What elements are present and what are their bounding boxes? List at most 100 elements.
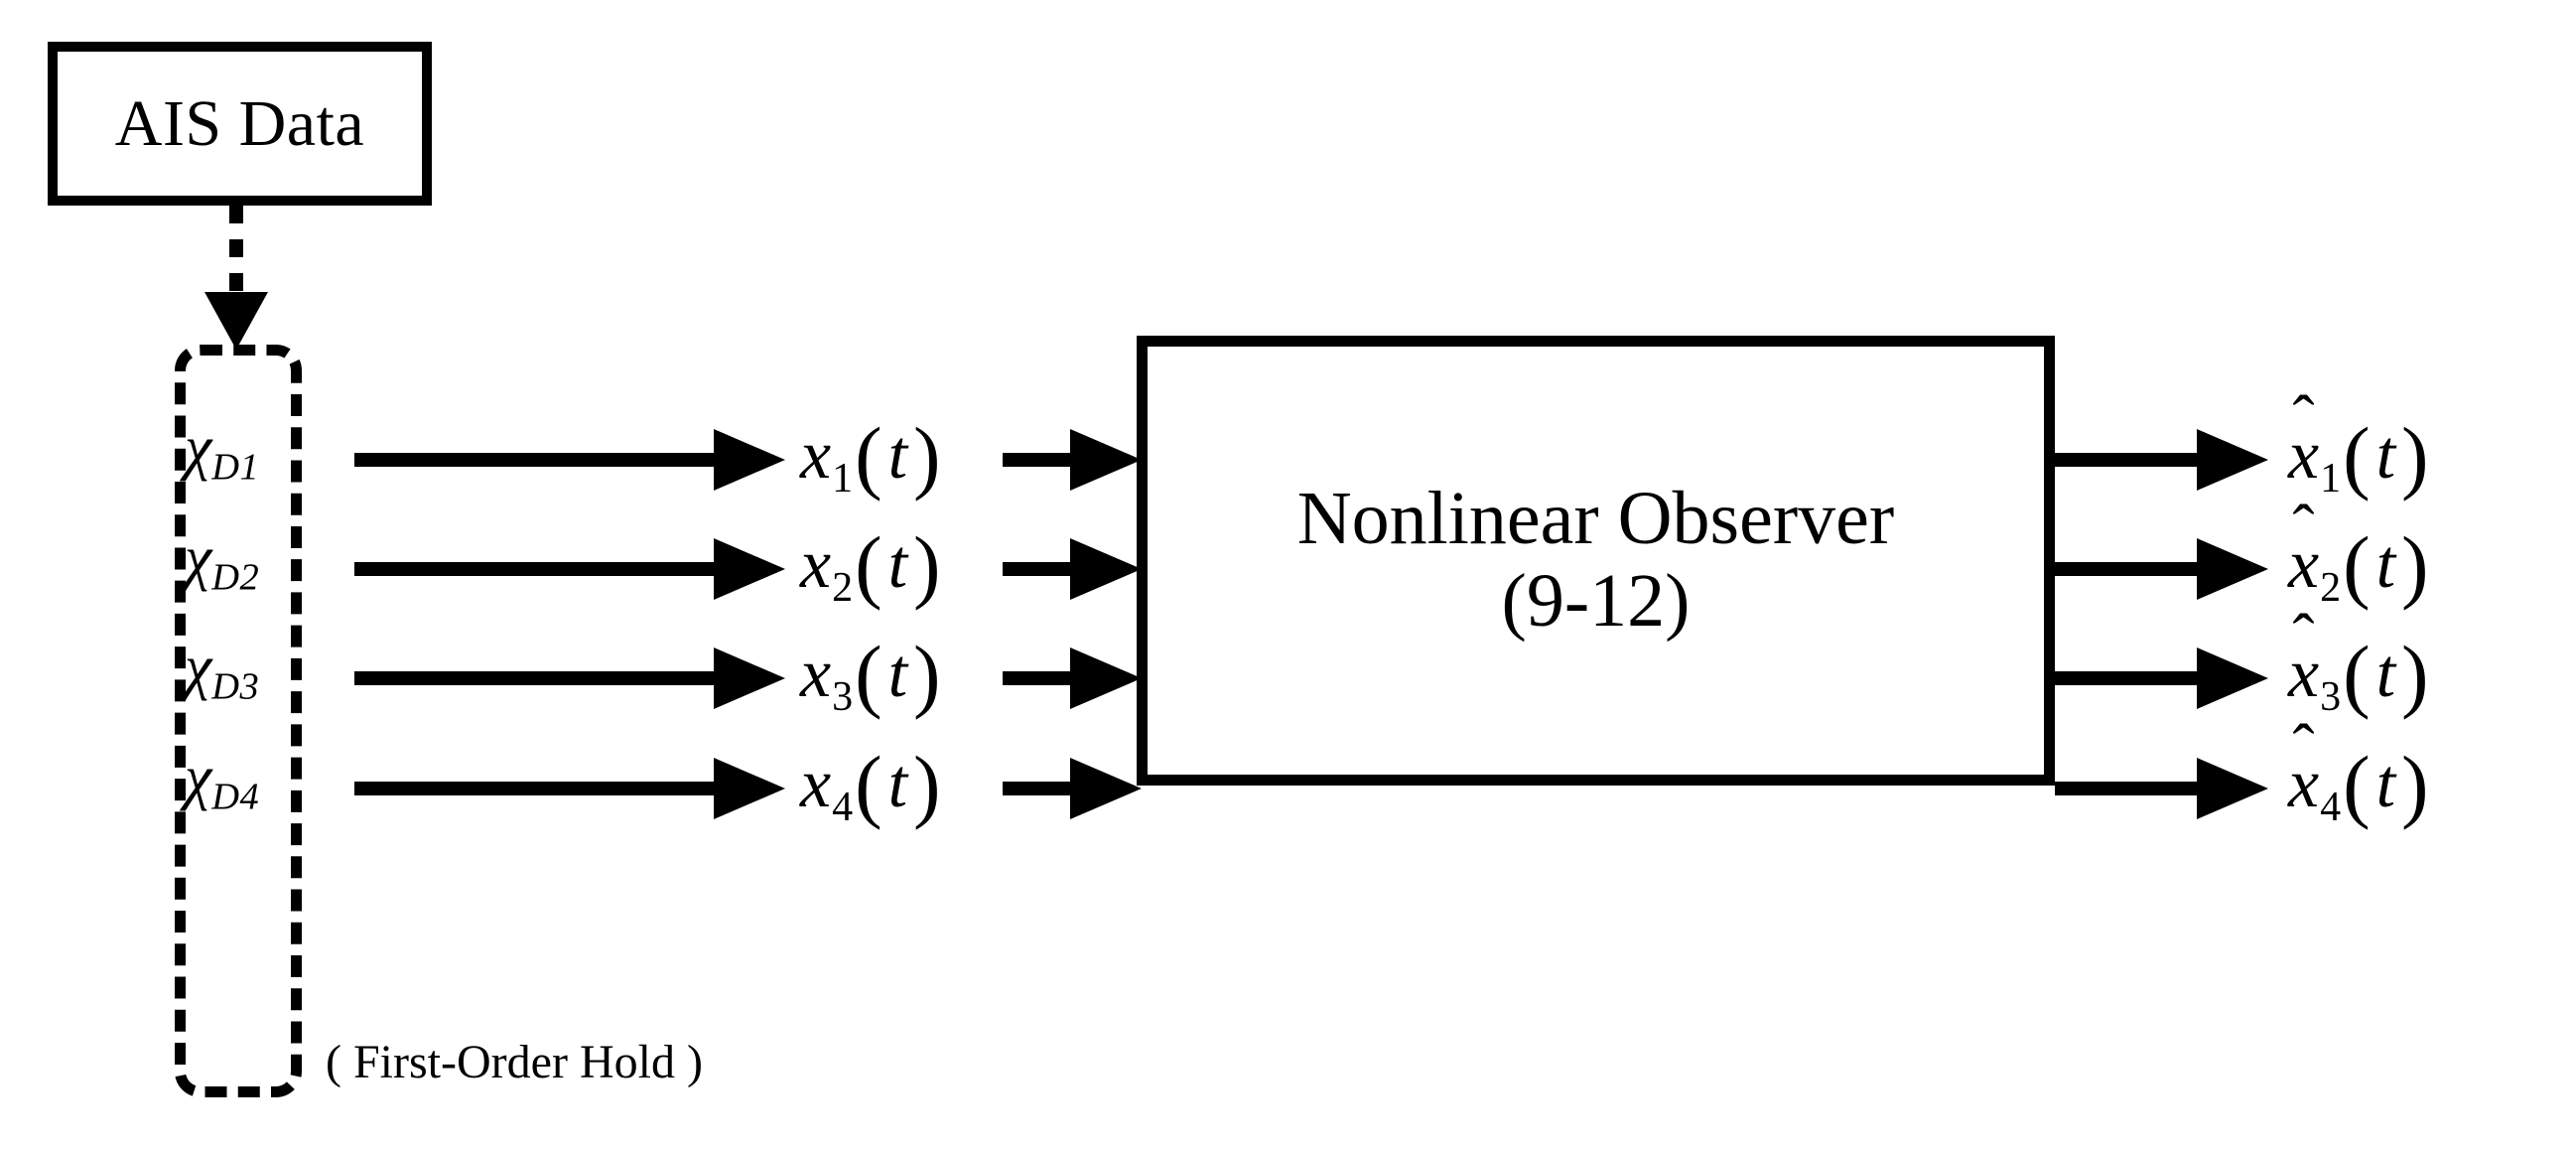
output-estimate-open-paren-4: ( xyxy=(2343,739,2371,830)
hold-signal-sub-1: D1 xyxy=(211,446,260,489)
output-arrow-1 xyxy=(2055,429,2268,491)
observer-input-arrow-1 xyxy=(1003,429,1142,491)
input-arrowhead-1 xyxy=(714,429,785,491)
input-state-sub-2: 2 xyxy=(832,564,854,611)
hold-signal-base-1: χ xyxy=(185,414,212,482)
hold-signal-label-1: χD1 xyxy=(185,417,259,487)
input-state-close-paren-2: ) xyxy=(913,519,941,611)
input-arrow-shaft-3 xyxy=(354,671,714,685)
first-order-hold-caption: ( First-Order Hold ) xyxy=(326,1036,703,1088)
input-arrowhead-4 xyxy=(714,758,785,819)
output-estimate-open-paren-3: ( xyxy=(2343,629,2371,720)
input-arrow-1 xyxy=(354,429,785,491)
input-state-close-paren-4: ) xyxy=(913,739,941,830)
ais-data-source-box: AIS Data xyxy=(48,42,432,206)
observer-input-arrow-4 xyxy=(1003,758,1142,819)
input-state-var-3: x xyxy=(800,636,832,713)
input-state-var-1: x xyxy=(800,417,832,495)
input-state-var-2: x xyxy=(800,526,832,604)
input-arrow-shaft-4 xyxy=(354,782,714,795)
output-estimate-close-paren-4: ) xyxy=(2401,739,2429,830)
hold-signal-label-2: χD2 xyxy=(185,527,259,597)
input-arrow-shaft-1 xyxy=(354,453,714,467)
output-estimate-label-1: ̂x1(t) xyxy=(2288,415,2431,500)
input-state-label-3: x3(t) xyxy=(800,634,943,718)
output-arrowhead-1 xyxy=(2197,429,2268,491)
observer-input-shaft-2 xyxy=(1003,562,1070,576)
output-arrowhead-4 xyxy=(2197,758,2268,819)
output-estimate-sub-3: 3 xyxy=(2320,673,2342,720)
input-arrow-3 xyxy=(354,647,785,709)
input-arrow-4 xyxy=(354,758,785,819)
hold-signal-sub-3: D3 xyxy=(211,665,260,708)
output-estimate-close-paren-1: ) xyxy=(2401,410,2429,502)
dotted-down-arrow-icon xyxy=(204,292,268,350)
output-estimate-arg-1: t xyxy=(2375,417,2396,495)
first-order-hold-block xyxy=(175,345,302,1097)
input-state-var-4: x xyxy=(800,746,832,823)
input-arrowhead-2 xyxy=(714,538,785,600)
input-state-open-paren-2: ( xyxy=(855,519,882,611)
output-estimate-label-3: ̂x3(t) xyxy=(2288,634,2431,718)
input-arrow-shaft-2 xyxy=(354,562,714,576)
input-state-arg-4: t xyxy=(887,746,908,823)
input-state-open-paren-3: ( xyxy=(855,629,882,720)
observer-title: Nonlinear Observer xyxy=(1296,476,1895,560)
input-state-label-1: x1(t) xyxy=(800,415,943,500)
hold-signal-sub-2: D2 xyxy=(211,556,260,599)
output-arrow-4 xyxy=(2055,758,2268,819)
output-estimate-open-paren-1: ( xyxy=(2343,410,2371,502)
observer-input-shaft-4 xyxy=(1003,782,1070,795)
hold-signal-base-4: χ xyxy=(185,744,212,811)
output-arrow-shaft-1 xyxy=(2055,453,2197,467)
observer-input-arrowhead-4 xyxy=(1070,758,1142,819)
output-estimate-base-3: x xyxy=(2288,636,2320,713)
output-estimate-sub-1: 1 xyxy=(2320,455,2342,502)
nonlinear-observer-block: Nonlinear Observer (9-12) xyxy=(1137,336,2055,786)
output-estimate-var-3: ̂x xyxy=(2288,640,2319,709)
output-estimate-base-2: x xyxy=(2288,526,2320,604)
observer-input-arrowhead-3 xyxy=(1070,647,1142,709)
output-arrow-shaft-4 xyxy=(2055,782,2197,795)
output-arrow-shaft-3 xyxy=(2055,671,2197,685)
input-state-sub-1: 1 xyxy=(832,455,854,502)
output-arrow-3 xyxy=(2055,647,2268,709)
input-state-sub-3: 3 xyxy=(832,673,854,720)
observer-input-arrow-2 xyxy=(1003,538,1142,600)
output-arrow-2 xyxy=(2055,538,2268,600)
observer-input-arrowhead-1 xyxy=(1070,429,1142,491)
observer-input-shaft-3 xyxy=(1003,671,1070,685)
output-arrow-shaft-2 xyxy=(2055,562,2197,576)
output-estimate-label-4: ̂x4(t) xyxy=(2288,744,2431,828)
output-estimate-arg-2: t xyxy=(2375,526,2396,604)
output-estimate-label-2: ̂x2(t) xyxy=(2288,524,2431,609)
input-state-close-paren-1: ) xyxy=(913,410,941,502)
hold-signal-base-2: χ xyxy=(185,524,212,592)
ais-data-label: AIS Data xyxy=(114,86,365,160)
input-state-label-4: x4(t) xyxy=(800,744,943,828)
input-state-close-paren-3: ) xyxy=(913,629,941,720)
hold-signal-label-4: χD4 xyxy=(185,747,259,816)
output-estimate-arg-3: t xyxy=(2375,636,2396,713)
hold-signal-base-3: χ xyxy=(185,634,212,701)
output-estimate-base-1: x xyxy=(2288,417,2320,495)
observer-input-arrowhead-2 xyxy=(1070,538,1142,600)
hold-signal-label-3: χD3 xyxy=(185,637,259,706)
input-state-label-2: x2(t) xyxy=(800,524,943,609)
observer-subtitle: (9-12) xyxy=(1501,558,1691,643)
output-estimate-close-paren-2: ) xyxy=(2401,519,2429,611)
output-arrowhead-3 xyxy=(2197,647,2268,709)
output-estimate-sub-4: 4 xyxy=(2320,784,2342,830)
hold-signal-sub-4: D4 xyxy=(211,776,260,818)
dotted-connector-line xyxy=(229,206,243,295)
output-estimate-sub-2: 2 xyxy=(2320,564,2342,611)
input-arrow-2 xyxy=(354,538,785,600)
input-state-arg-3: t xyxy=(887,636,908,713)
observer-input-arrow-3 xyxy=(1003,647,1142,709)
output-estimate-open-paren-2: ( xyxy=(2343,519,2371,611)
input-arrowhead-3 xyxy=(714,647,785,709)
output-arrowhead-2 xyxy=(2197,538,2268,600)
observer-input-shaft-1 xyxy=(1003,453,1070,467)
input-state-arg-1: t xyxy=(887,417,908,495)
